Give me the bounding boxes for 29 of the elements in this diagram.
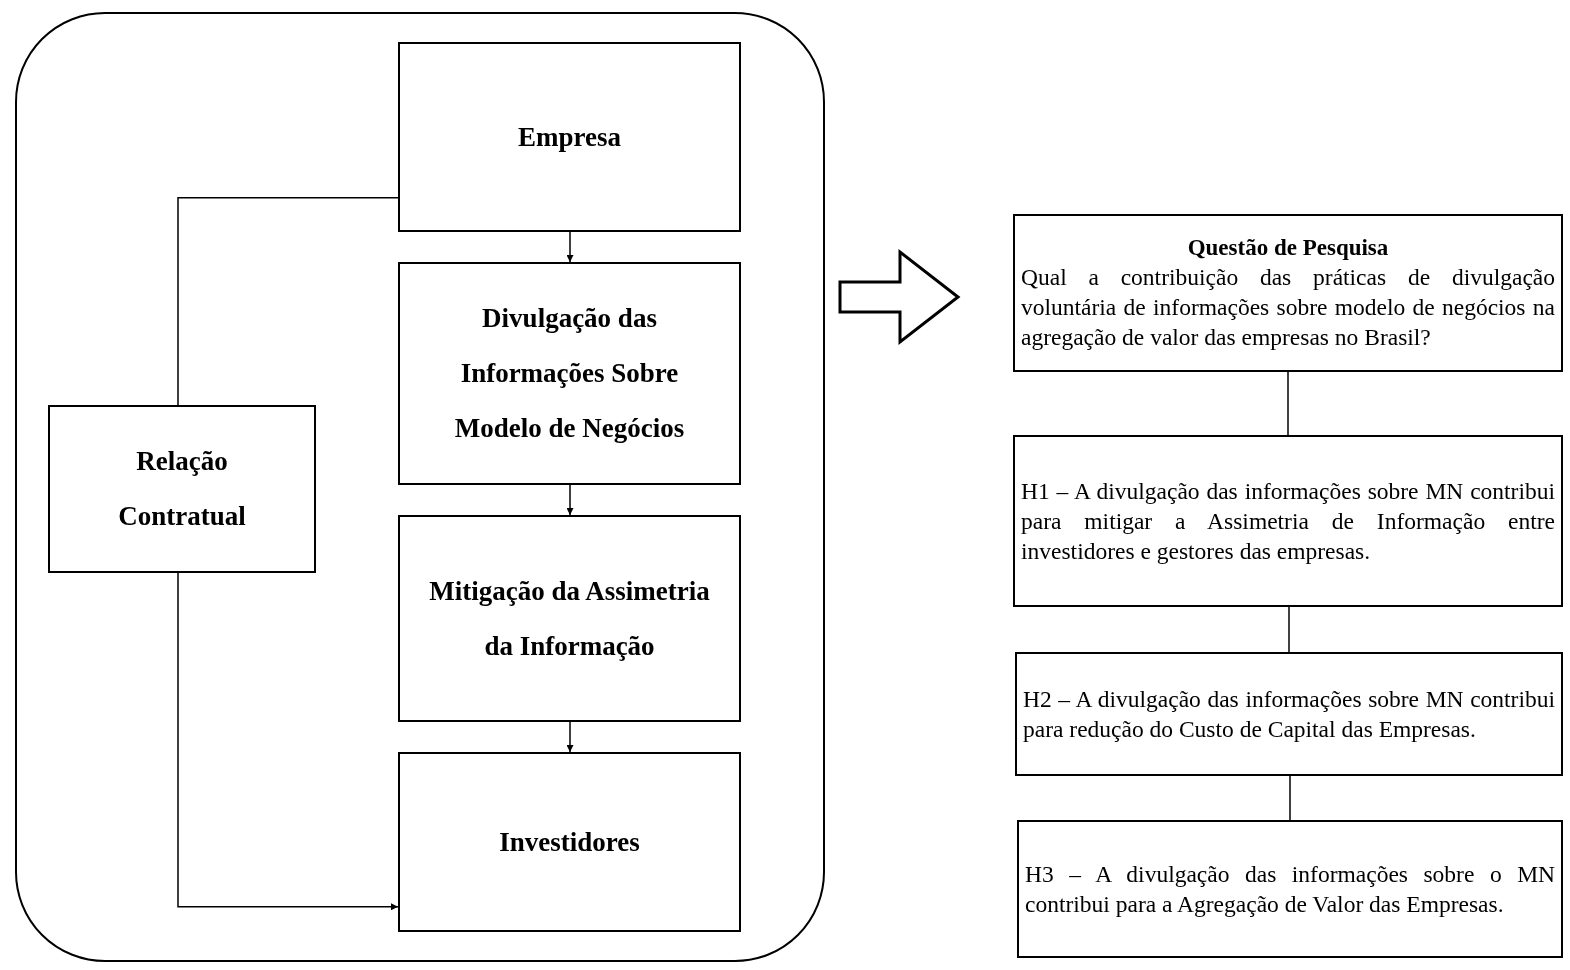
- block-arrow: [838, 248, 961, 346]
- box-label: Relação Contratual: [117, 445, 247, 533]
- process-box: [398, 42, 741, 232]
- connector-line: [1288, 606, 1290, 653]
- process-box: [398, 262, 741, 485]
- process-box: [48, 405, 316, 573]
- box-text: H2 – A divulgação das informações sobre MN contribui para redução do Custo de Capital das Empresas.: [1023, 685, 1555, 744]
- box-text: H3 – A divulgação das informações sobre o MN contribui para a Agregação de Valor das Empresas.: [1025, 860, 1555, 919]
- text-box: [1017, 820, 1563, 958]
- process-box: [398, 752, 741, 932]
- box-label: Mitigação da Assimetria da Informação: [428, 574, 711, 663]
- box-label: Divulgação das Informações Sobre Modelo de Negócios: [453, 302, 686, 445]
- box-label: Investidores: [499, 825, 640, 859]
- connector-line: [177, 197, 399, 406]
- box-text: H1 – A divulgação das informações sobre MN contribui para mitigar a Assimetria de Informação entre investidores e gestores das empresas.: [1021, 477, 1555, 566]
- process-box: [398, 515, 741, 722]
- text-box: [1015, 652, 1563, 776]
- box-label: Empresa: [518, 120, 621, 154]
- box-heading: Questão de Pesquisa: [1186, 234, 1390, 262]
- arrow: [566, 231, 574, 263]
- arrow: [177, 572, 399, 911]
- connector-line: [1287, 371, 1289, 436]
- connector-line: [1289, 775, 1291, 821]
- box-text: Qual a contribuição das práticas de divulgação voluntária de informações sobre modelo de negócios na agregação de valor das empresas no Brasil?: [1021, 263, 1555, 352]
- rounded-frame: [15, 12, 825, 962]
- arrow: [566, 484, 574, 516]
- text-box: [1013, 214, 1563, 372]
- text-box: [1013, 435, 1563, 607]
- arrow: [566, 721, 574, 753]
